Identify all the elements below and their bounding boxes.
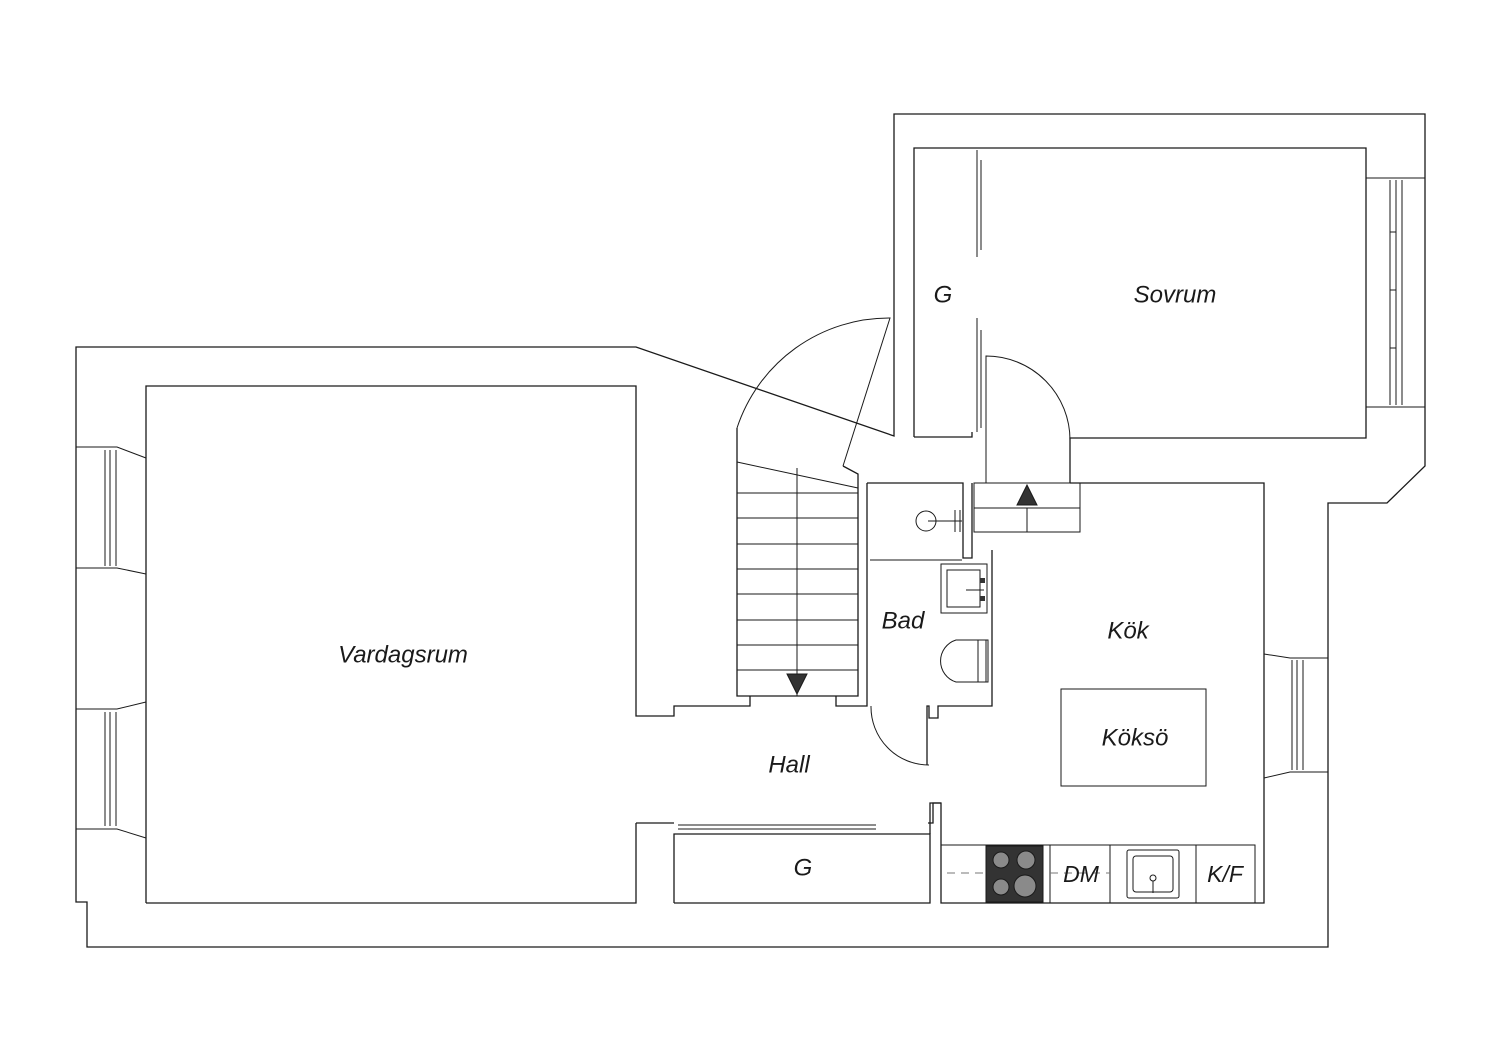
outer-wall [75, 113, 1426, 948]
hall-lower-wall [636, 802, 941, 834]
vardagsrum-walls [145, 385, 751, 904]
sovrum-wardrobe [976, 150, 982, 432]
bad-walls [835, 482, 993, 765]
label-sovrum-garderob: G [934, 281, 953, 308]
stair-arrow-up-icon [1016, 483, 1038, 506]
window-left-1 [76, 446, 147, 575]
sovrum-walls [913, 147, 1367, 483]
sink-icon [1126, 849, 1180, 899]
bad-door-swing [870, 705, 930, 766]
sovrum-door-swing [985, 355, 1071, 483]
label-koksö: Köksö [1102, 724, 1169, 751]
label-diskmaskin: DM [1063, 861, 1100, 887]
kok-walls [928, 482, 1265, 904]
stove-icon [985, 845, 1044, 903]
label-kyl-frys: K/F [1207, 861, 1245, 887]
window-sovrum [1366, 177, 1425, 408]
window-left-2 [76, 701, 147, 839]
toilet-icon [940, 639, 989, 683]
koksö-outline [1060, 688, 1207, 787]
label-sovrum: Sovrum [1134, 281, 1217, 308]
stair-arrow-down-icon [786, 673, 808, 696]
label-hall-garderob: G [794, 854, 813, 881]
shower-icon [915, 510, 962, 532]
staircase [736, 428, 859, 697]
washbasin-icon [940, 563, 988, 614]
label-vardagsrum: Vardagsrum [338, 641, 468, 668]
label-bad: Bad [882, 607, 925, 634]
label-kok: Kök [1107, 617, 1150, 644]
entrance-door-swing [736, 317, 891, 467]
kitchen-upper-storage [973, 482, 1081, 533]
hall-wardrobe-sliding-doors [678, 824, 876, 830]
window-kok [1263, 653, 1328, 779]
label-hall: Hall [768, 751, 810, 778]
